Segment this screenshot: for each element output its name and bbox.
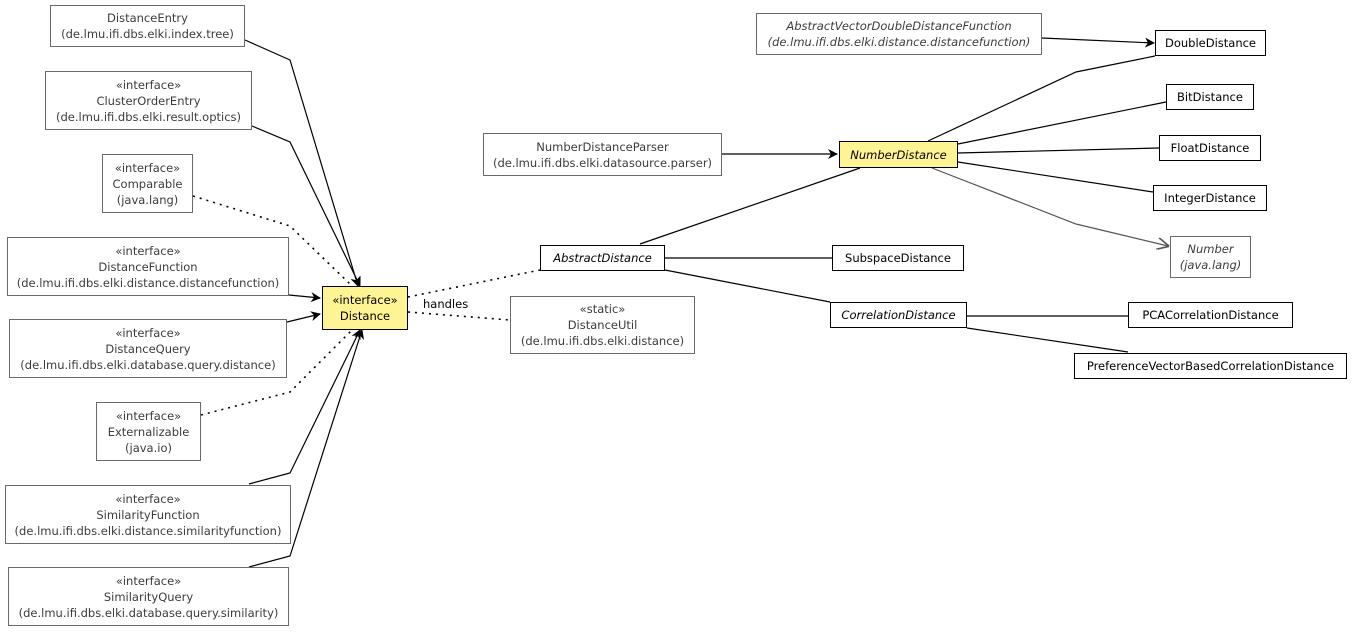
edge-distanceentry-distance	[244, 39, 361, 287]
edge-numberdistance-number	[931, 167, 1168, 246]
node-integer-distance[interactable]: IntegerDistance	[1153, 185, 1267, 211]
node-name: DistanceFunction	[98, 259, 198, 274]
edge-clusterorderentry-distance	[251, 125, 361, 287]
node-name: BitDistance	[1177, 90, 1243, 104]
edge-similarityquery-distance	[248, 329, 365, 568]
node-name: NumberDistance	[850, 147, 947, 162]
edge-abstractdistance-correlation	[664, 269, 831, 303]
node-name: Externalizable	[107, 424, 190, 439]
node-name: FloatDistance	[1170, 141, 1250, 155]
node-distance-entry[interactable]: DistanceEntry (de.lmu.ifi.dbs.elki.index…	[50, 5, 245, 47]
node-comparable[interactable]: «interface» Comparable (java.lang)	[102, 154, 193, 213]
node-subspace-distance[interactable]: SubspaceDistance	[832, 245, 964, 271]
edge-abstractdistance-numberdistance	[639, 167, 861, 245]
node-package: (de.lmu.ifi.dbs.elki.index.tree)	[61, 27, 234, 41]
node-name: CorrelationDistance	[841, 308, 956, 322]
node-abstract-distance[interactable]: AbstractDistance	[540, 245, 665, 271]
node-name: AbstractDistance	[553, 251, 652, 265]
node-correlation-distance[interactable]: CorrelationDistance	[830, 302, 967, 328]
node-preference-vector-based-correlation-distance[interactable]: PreferenceVectorBasedCorrelationDistance	[1074, 353, 1347, 379]
node-name: DistanceUtil	[567, 318, 638, 332]
node-stereotype: «interface»	[332, 293, 398, 307]
edge-numberdistance-integerdistance	[957, 161, 1154, 193]
node-pca-correlation-distance[interactable]: PCACorrelationDistance	[1128, 302, 1293, 328]
edge-externalizable-distance	[200, 329, 353, 416]
node-package: (de.lmu.ifi.dbs.elki.database.query.simi…	[18, 605, 279, 620]
node-package: (java.lang)	[1179, 258, 1242, 272]
node-name: ClusterOrderEntry	[96, 93, 201, 108]
node-package: (de.lmu.ifi.dbs.elki.datasource.parser)	[492, 155, 713, 170]
node-name: NumberDistanceParser	[536, 139, 669, 154]
edge-numberdistance-floatdistance	[957, 147, 1160, 154]
node-name: Number	[1187, 242, 1234, 256]
edge-avddf-doubledistance	[1041, 37, 1155, 48]
node-package: (de.lmu.ifi.dbs.elki.distance.distancefu…	[16, 275, 280, 290]
node-stereotype: «interface»	[115, 77, 182, 92]
node-distance-util[interactable]: «static» DistanceUtil (de.lmu.ifi.dbs.el…	[510, 296, 695, 354]
node-name: PCACorrelationDistance	[1142, 308, 1279, 322]
node-package: (java.io)	[125, 440, 172, 455]
node-float-distance[interactable]: FloatDistance	[1159, 135, 1261, 161]
node-distance-function[interactable]: «interface» DistanceFunction (de.lmu.ifi…	[7, 237, 289, 296]
node-similarity-function[interactable]: «interface» SimilarityFunction (de.lmu.i…	[5, 485, 291, 544]
node-bit-distance[interactable]: BitDistance	[1166, 84, 1254, 110]
node-name: SubspaceDistance	[845, 251, 951, 265]
edge-similarityfunction-distance	[248, 329, 361, 485]
node-package: (java.lang)	[116, 192, 179, 207]
node-name: DoubleDistance	[1164, 36, 1257, 50]
node-number-distance[interactable]: NumberDistance	[839, 141, 958, 168]
node-similarity-query[interactable]: «interface» SimilarityQuery (de.lmu.ifi.…	[8, 567, 289, 626]
node-package: (de.lmu.ifi.dbs.elki.database.query.dist…	[20, 357, 276, 372]
node-stereotype: «interface»	[115, 243, 181, 258]
node-package: (de.lmu.ifi.dbs.elki.distance.similarity…	[14, 523, 282, 538]
edge-numberdistance-bitdistance	[957, 101, 1167, 145]
node-name: Distance	[339, 309, 391, 323]
node-stereotype: «interface»	[115, 325, 181, 340]
node-name: AbstractVectorDoubleDistanceFunction	[786, 19, 1012, 33]
node-double-distance[interactable]: DoubleDistance	[1155, 30, 1266, 56]
node-abstract-vector-double-distance-function[interactable]: AbstractVectorDoubleDistanceFunction (de…	[756, 13, 1042, 55]
node-distance-query[interactable]: «interface» DistanceQuery (de.lmu.ifi.db…	[9, 319, 287, 378]
node-name: PreferenceVectorBasedCorrelationDistance	[1086, 359, 1335, 373]
edge-numberdistance-doubledistance	[927, 55, 1156, 142]
node-name: SimilarityQuery	[103, 589, 194, 604]
node-name: IntegerDistance	[1164, 191, 1256, 205]
node-name: SimilarityFunction	[96, 507, 200, 522]
node-package: (de.lmu.ifi.dbs.elki.distance.distancefu…	[767, 35, 1031, 49]
node-package: (de.lmu.ifi.dbs.elki.distance)	[520, 334, 685, 348]
edge-distance-abstractdistance	[407, 269, 541, 298]
node-package: (de.lmu.ifi.dbs.elki.result.optics)	[55, 109, 241, 124]
node-cluster-order-entry[interactable]: «interface» ClusterOrderEntry (de.lmu.if…	[45, 71, 252, 130]
node-stereotype: «interface»	[114, 160, 181, 175]
edge-label-handles: handles	[423, 297, 469, 311]
edge-distancefunction-distance	[288, 292, 321, 303]
node-number[interactable]: Number (java.lang)	[1170, 236, 1251, 278]
node-distance[interactable]: «interface» Distance	[322, 286, 408, 330]
node-name: DistanceQuery	[105, 341, 191, 356]
node-stereotype: «static»	[579, 302, 626, 316]
edge-distancequery-distance	[286, 311, 321, 323]
edge-correlation-preference	[966, 327, 1129, 353]
node-name: Comparable	[112, 176, 183, 191]
node-stereotype: «interface»	[115, 573, 182, 588]
node-externalizable[interactable]: «interface» Externalizable (java.io)	[96, 402, 201, 461]
node-name: DistanceEntry	[107, 11, 188, 25]
edge-distance-distanceutil	[407, 311, 511, 321]
node-number-distance-parser[interactable]: NumberDistanceParser (de.lmu.ifi.dbs.elk…	[483, 133, 722, 176]
node-stereotype: «interface»	[115, 491, 181, 506]
node-stereotype: «interface»	[115, 408, 182, 423]
